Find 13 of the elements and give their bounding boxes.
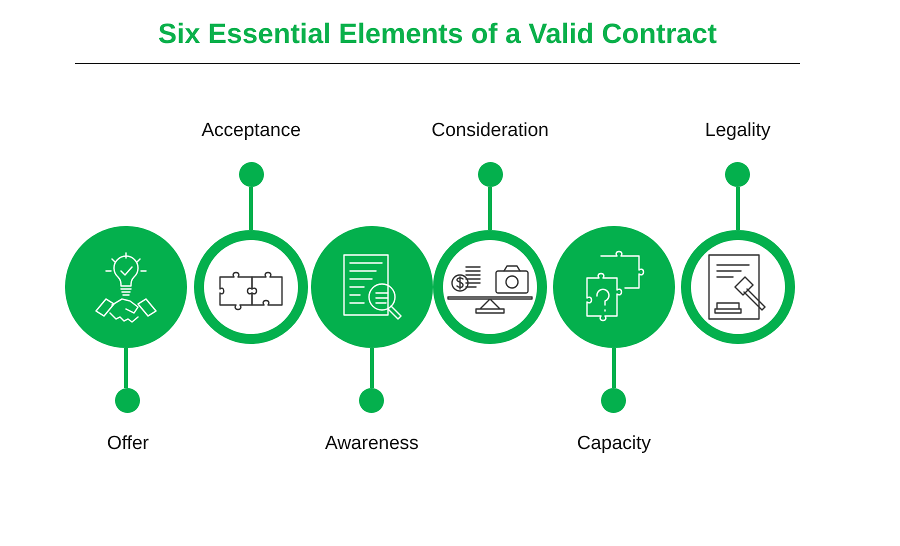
element-label: Acceptance <box>202 120 301 142</box>
element-label: Awareness <box>325 433 419 455</box>
leader-line <box>612 348 616 388</box>
leader-line <box>488 187 492 230</box>
leader-line <box>736 187 740 230</box>
element-label: Offer <box>107 433 149 455</box>
element-label: Legality <box>705 120 770 142</box>
element-label: Capacity <box>577 433 651 455</box>
element-label: Consideration <box>432 120 549 142</box>
leader-line <box>249 187 253 230</box>
title: Six Essential Elements of a Valid Contract <box>157 18 718 50</box>
leader-line <box>124 348 128 388</box>
leader-line <box>370 348 374 388</box>
